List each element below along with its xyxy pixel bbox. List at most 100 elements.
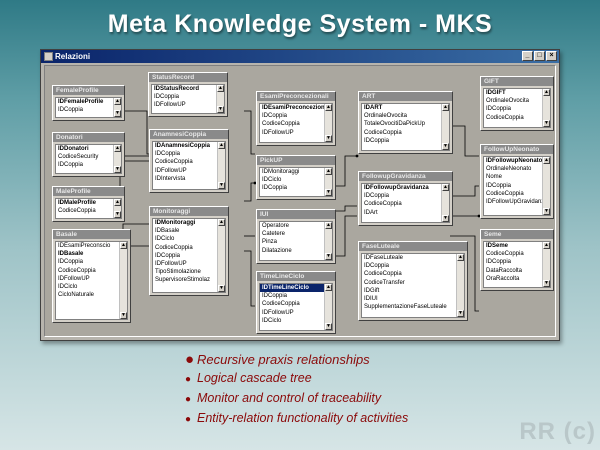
scroll-down-icon[interactable]: ▼ (114, 166, 121, 173)
table-field[interactable]: TipoStimolazione (155, 269, 201, 276)
table-title[interactable]: AnamnesiCoppia (150, 130, 228, 139)
scrollbar[interactable]: ▲▼ (113, 98, 121, 117)
table-title[interactable]: PickUP (257, 156, 335, 165)
scrollbar[interactable]: ▲▼ (542, 157, 550, 215)
scrollbar[interactable]: ▲▼ (441, 104, 449, 150)
table-field[interactable]: DataRaccolta (486, 267, 523, 274)
table-field[interactable]: IDEsamiPreconscio (58, 243, 111, 249)
table-field[interactable]: Pinza (262, 239, 278, 246)
table-field[interactable]: IDIntervista (155, 175, 186, 182)
table-field[interactable]: CodiceCoppia (58, 267, 96, 274)
scroll-down-icon[interactable]: ▼ (218, 182, 225, 189)
table-field[interactable]: IDStatusRecord (154, 86, 200, 92)
table-field[interactable]: IDGift (364, 287, 380, 294)
scroll-down-icon[interactable]: ▼ (325, 135, 332, 142)
scroll-down-icon[interactable]: ▼ (114, 110, 121, 117)
table-field[interactable]: IDArt (364, 209, 378, 216)
table-field[interactable]: CodiceTransfer (364, 279, 405, 286)
table-field[interactable]: IDFollowUP (262, 129, 294, 136)
minimize-button[interactable]: _ (522, 51, 533, 61)
scroll-up-icon[interactable]: ▲ (114, 98, 121, 105)
table-field[interactable]: IDFaseLuteale (364, 255, 404, 261)
table-field[interactable]: Operatore (262, 223, 290, 229)
scrollbar[interactable]: ▲▼ (217, 219, 225, 292)
table-field[interactable]: IDMonitoraggi (155, 220, 196, 226)
scroll-up-icon[interactable]: ▲ (218, 219, 225, 226)
table-field[interactable]: IDMaleProfile (58, 200, 97, 206)
scroll-down-icon[interactable]: ▼ (325, 323, 332, 330)
table-field[interactable]: Dilatazione (262, 247, 292, 254)
scroll-up-icon[interactable]: ▲ (217, 85, 224, 92)
scrollbar[interactable]: ▲▼ (324, 104, 332, 142)
table-title[interactable]: EsamiPreconcezionali (257, 92, 335, 101)
scroll-up-icon[interactable]: ▲ (543, 89, 550, 96)
table-field[interactable]: CodiceCoppia (364, 129, 402, 136)
table-field[interactable]: CodiceCoppia (486, 251, 524, 258)
table-field[interactable]: CodiceCoppia (364, 271, 402, 278)
scrollbar[interactable]: ▲▼ (119, 242, 127, 319)
scroll-down-icon[interactable]: ▼ (457, 310, 464, 317)
table-field[interactable]: IDCoppia (364, 137, 390, 144)
scroll-up-icon[interactable]: ▲ (325, 104, 332, 111)
table-field[interactable]: IDART (364, 105, 383, 111)
table-esamipreconcezionali[interactable]: EsamiPreconcezionali IDEsamiPreconcezion… (256, 91, 336, 146)
table-field[interactable]: CodiceCoppia (364, 201, 402, 208)
table-title[interactable]: MaleProfile (53, 187, 124, 196)
table-field[interactable]: IDMonitoraggi (262, 169, 300, 175)
table-field[interactable]: IDCoppia (486, 106, 512, 113)
table-title[interactable]: GIFT (481, 77, 553, 86)
table-title[interactable]: StatusRecord (149, 73, 227, 82)
table-title[interactable]: Donatori (53, 133, 124, 142)
table-field[interactable]: IDCiclo (262, 177, 282, 184)
scroll-down-icon[interactable]: ▼ (442, 143, 449, 150)
scroll-up-icon[interactable]: ▲ (114, 199, 121, 206)
scroll-down-icon[interactable]: ▼ (218, 285, 225, 292)
table-field[interactable]: IDCoppia (364, 263, 390, 270)
table-field[interactable]: IDCoppia (262, 293, 288, 300)
table-field[interactable]: OrdinaleOvocita (486, 98, 530, 105)
table-field[interactable]: IDFollowUP (155, 167, 187, 174)
table-field[interactable]: IDCoppia (155, 151, 181, 158)
table-title[interactable]: ART (359, 92, 452, 101)
table-field[interactable]: IDCoppia (262, 185, 288, 192)
table-field[interactable]: IDCoppia (262, 113, 288, 120)
table-title[interactable]: TimeLineCiclo (257, 272, 335, 281)
table-title[interactable]: FemaleProfile (53, 86, 124, 95)
table-field[interactable]: CodiceSecurity (58, 154, 99, 161)
scrollbar[interactable]: ▲▼ (542, 89, 550, 127)
maximize-button[interactable]: □ (534, 51, 545, 61)
table-title[interactable]: Seme (481, 230, 553, 239)
scroll-down-icon[interactable]: ▼ (325, 253, 332, 260)
table-field[interactable]: IDFollowUpGravidanza (486, 198, 542, 205)
table-field[interactable]: CodiceCoppia (262, 121, 300, 128)
scroll-down-icon[interactable]: ▼ (325, 189, 332, 196)
scrollbar[interactable]: ▲▼ (324, 168, 332, 196)
scrollbar[interactable]: ▲▼ (324, 284, 332, 330)
scroll-up-icon[interactable]: ▲ (543, 242, 550, 249)
table-field[interactable]: OraRaccolta (486, 275, 520, 282)
table-field[interactable]: Catetere (262, 231, 286, 238)
scroll-up-icon[interactable]: ▲ (325, 168, 332, 175)
table-field[interactable]: IDFollowUP (155, 260, 187, 267)
table-field[interactable]: IDEsamiPreconcezional (262, 105, 324, 111)
table-field[interactable]: Nome (486, 174, 503, 181)
table-field[interactable]: IDFollowupGravidanza (364, 185, 429, 191)
table-field[interactable]: IDFollowupNeonato (486, 158, 542, 164)
table-field[interactable]: IDCiclo (262, 317, 282, 324)
scroll-up-icon[interactable]: ▲ (120, 242, 127, 249)
table-field[interactable]: IDCoppia (154, 94, 180, 101)
table-field[interactable]: IDCoppia (58, 162, 84, 169)
scrollbar[interactable]: ▲▼ (113, 199, 121, 218)
relationships-window[interactable]: Relazioni _ □ × (40, 49, 560, 341)
